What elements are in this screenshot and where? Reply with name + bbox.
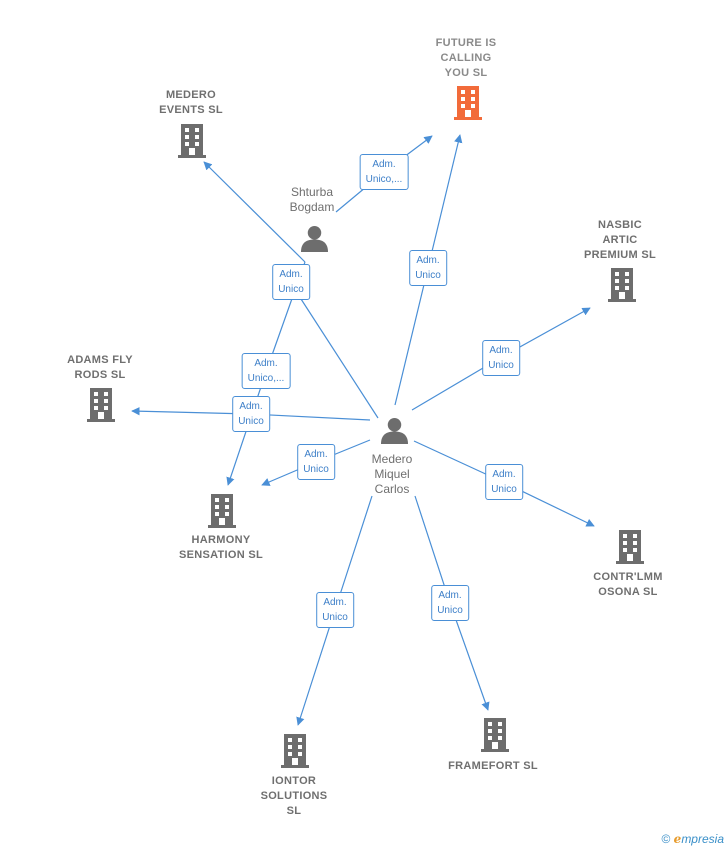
role-badge[interactable]: Adm. Unico	[316, 592, 354, 628]
building-icon[interactable]	[616, 530, 644, 564]
copyright-symbol: ©	[661, 832, 671, 846]
role-badge[interactable]: Adm. Unico	[485, 464, 523, 500]
role-badge[interactable]: Adm. Unico	[431, 585, 469, 621]
building-icon[interactable]	[87, 388, 115, 422]
company-label-adams[interactable]: ADAMS FLY RODS SL	[67, 354, 133, 381]
building-icon[interactable]	[281, 734, 309, 768]
person-icon[interactable]	[381, 417, 408, 444]
person-label-shturba[interactable]: Shturba Bogdam	[289, 185, 335, 214]
building-icon[interactable]	[454, 86, 482, 120]
role-badge[interactable]: Adm. Unico	[409, 250, 447, 286]
role-badge[interactable]: Adm. Unico	[482, 340, 520, 376]
edge-miquel-events	[289, 281, 379, 419]
building-icon[interactable]	[178, 124, 206, 158]
company-label-future-is-calling[interactable]: FUTURE IS CALLING YOU SL	[435, 37, 497, 79]
company-label-iontor[interactable]: IONTOR SOLUTIONS SL	[260, 775, 328, 817]
building-icon[interactable]	[208, 494, 236, 528]
role-badge[interactable]: Adm. Unico	[232, 396, 270, 432]
edge-shturba-events	[203, 161, 306, 263]
role-badge[interactable]: Adm. Unico,...	[241, 353, 291, 389]
person-icon[interactable]	[301, 225, 328, 252]
role-badge[interactable]: Adm. Unico	[297, 444, 335, 480]
building-icon[interactable]	[481, 718, 509, 752]
empresia-logo: © empresia	[661, 832, 724, 846]
company-label-contrlmm[interactable]: CONTR'LMM OSONA SL	[593, 571, 663, 598]
company-label-medero-events[interactable]: MEDERO EVENTS SL	[159, 89, 223, 116]
person-label-medero-miquel[interactable]: Medero Miquel Carlos	[371, 452, 413, 496]
role-badge[interactable]: Adm. Unico	[272, 264, 310, 300]
company-label-harmony[interactable]: HARMONY SENSATION SL	[178, 534, 264, 561]
company-label-framefort[interactable]: FRAMEFORT SL	[448, 760, 538, 772]
brand-name: mpresia	[681, 832, 724, 846]
company-label-nasbic[interactable]: NASBIC ARTIC PREMIUM SL	[583, 219, 657, 261]
brand-e: e	[673, 832, 682, 846]
building-icon[interactable]	[608, 268, 636, 302]
role-badge[interactable]: Adm. Unico,...	[359, 154, 409, 190]
